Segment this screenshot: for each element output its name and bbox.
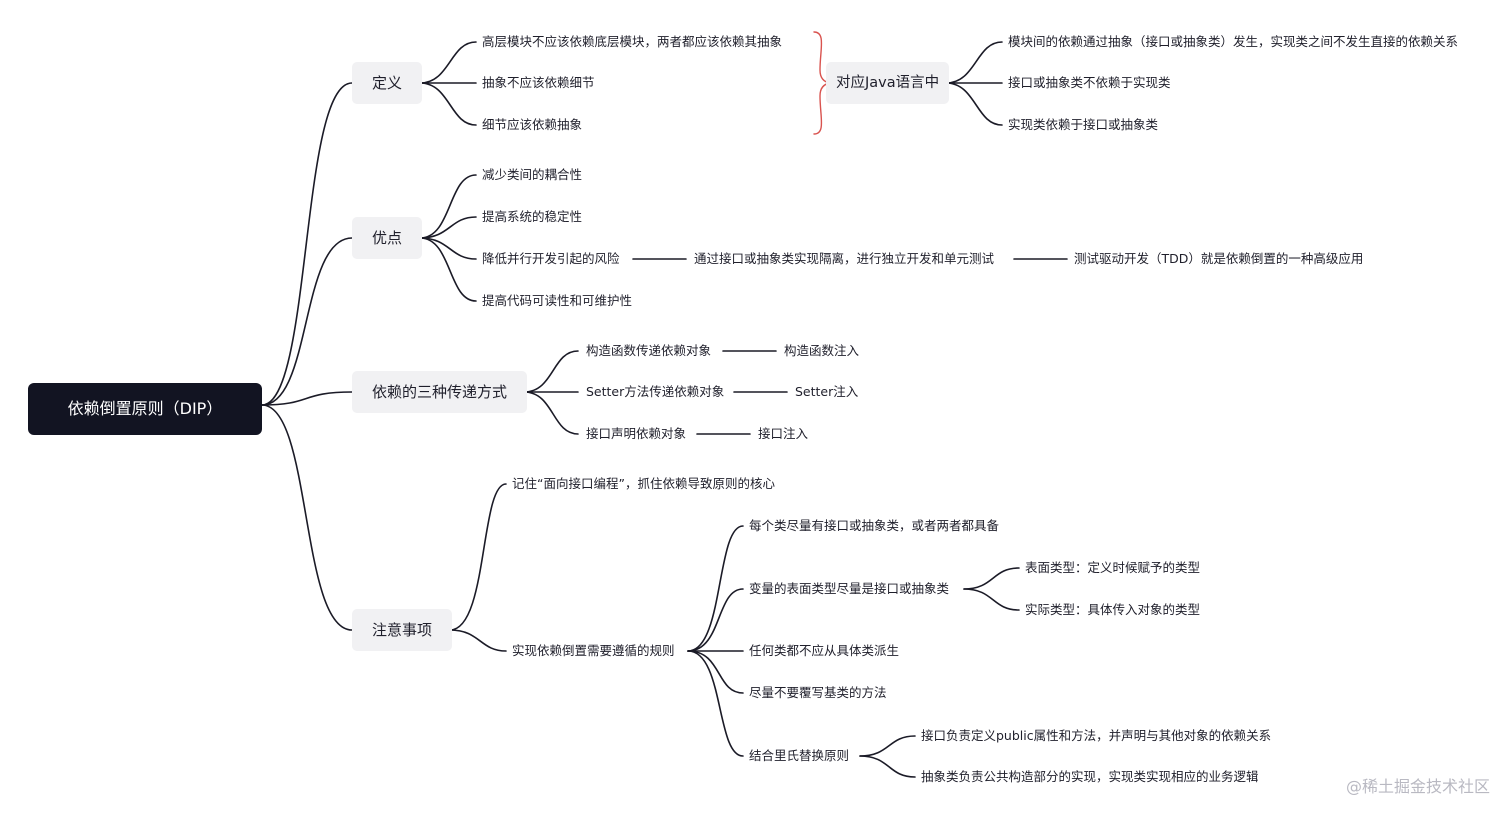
watermark-text: @稀土掘金技术社区 — [1345, 777, 1490, 796]
rule-item[interactable]: 尽量不要覆写基类的方法 — [749, 685, 887, 700]
transfer-injection[interactable]: 构造函数注入 — [784, 343, 860, 358]
java-item[interactable]: 实现类依赖于接口或抽象类 — [1008, 117, 1159, 132]
tdd-node[interactable]: 测试驱动开发（TDD）就是依赖倒置的一种高级应用 — [1074, 251, 1364, 266]
definition-item[interactable]: 高层模块不应该依赖底层模块，两者都应该依赖其抽象 — [482, 34, 783, 49]
rules-node[interactable]: 实现依赖倒置需要遵循的规则 — [512, 643, 675, 658]
rule-item[interactable]: 每个类尽量有接口或抽象类，或者两者都具备 — [749, 518, 1000, 533]
link-adv-2 — [419, 216, 477, 239]
java-item[interactable]: 接口或抽象类不依赖于实现类 — [1008, 75, 1171, 90]
risk-isolation-node[interactable]: 通过接口或抽象类实现隔离，进行独立开发和单元测试 — [694, 251, 995, 266]
advantages-node[interactable]: 优点 — [352, 217, 423, 259]
link-type-2 — [963, 588, 1020, 611]
transfer-method[interactable]: Setter方法传递依赖对象 — [586, 384, 725, 399]
link-notes-remember — [449, 483, 507, 631]
definition-node[interactable]: 定义 — [352, 62, 423, 104]
link-root-definition — [261, 82, 353, 406]
rule-item[interactable]: 变量的表面类型尽量是接口或抽象类 — [749, 581, 950, 596]
link-def-1 — [419, 41, 477, 84]
link-rule-1 — [687, 525, 744, 652]
link-trans-3 — [523, 391, 579, 435]
advantage-item[interactable]: 降低并行开发引起的风险 — [482, 251, 620, 266]
notes-remember[interactable]: 记住“面向接口编程”，抓住依赖导致原则的核心 — [512, 476, 775, 491]
link-liskov-2 — [859, 755, 916, 778]
link-notes-rules — [449, 629, 507, 652]
advantage-item[interactable]: 提高代码可读性和可维护性 — [482, 293, 633, 308]
link-trans-1 — [523, 350, 579, 393]
link-liskov-1 — [859, 735, 916, 757]
transfer-node[interactable]: 依赖的三种传递方式 — [352, 371, 528, 413]
rule-item[interactable]: 结合里氏替换原则 — [749, 748, 850, 763]
advantage-item[interactable]: 提高系统的稳定性 — [482, 209, 583, 224]
root-node[interactable]: 依赖倒置原则（DIP） — [28, 383, 262, 435]
link-adv-3 — [419, 237, 477, 260]
link-rule-4 — [687, 650, 744, 694]
link-root-notes — [261, 404, 353, 631]
transfer-injection[interactable]: Setter注入 — [795, 384, 859, 399]
definition-item[interactable]: 细节应该依赖抽象 — [482, 117, 583, 132]
link-adv-4 — [419, 237, 477, 302]
link-rule-5 — [687, 650, 744, 757]
link-adv-1 — [419, 174, 477, 239]
link-type-1 — [963, 567, 1020, 590]
link-def-3 — [419, 82, 477, 126]
type-item[interactable]: 表面类型：定义时候赋予的类型 — [1025, 560, 1201, 575]
java-item[interactable]: 模块间的依赖通过抽象（接口或抽象类）发生，实现类之间不发生直接的依赖关系 — [1008, 34, 1459, 49]
advantage-item[interactable]: 减少类间的耦合性 — [482, 167, 583, 182]
transfer-injection[interactable]: 接口注入 — [758, 426, 809, 441]
notes-node[interactable]: 注意事项 — [352, 609, 453, 651]
definition-item[interactable]: 抽象不应该依赖细节 — [482, 75, 595, 90]
link-java-1 — [945, 41, 1003, 84]
type-item[interactable]: 实际类型：具体传入对象的类型 — [1025, 602, 1201, 617]
rule-item[interactable]: 任何类都不应从具体类派生 — [749, 643, 900, 658]
java-node[interactable]: 对应Java语言中 — [826, 62, 950, 104]
transfer-method[interactable]: 接口声明依赖对象 — [586, 426, 687, 441]
link-java-3 — [945, 82, 1003, 126]
liskov-item[interactable]: 抽象类负责公共构造部分的实现，实现类实现相应的业务逻辑 — [921, 769, 1259, 784]
link-root-advantages — [261, 237, 353, 406]
liskov-item[interactable]: 接口负责定义public属性和方法，并声明与其他对象的依赖关系 — [921, 728, 1272, 743]
link-rule-2 — [687, 588, 744, 652]
transfer-method[interactable]: 构造函数传递依赖对象 — [586, 343, 712, 358]
link-root-transfer — [261, 391, 353, 406]
